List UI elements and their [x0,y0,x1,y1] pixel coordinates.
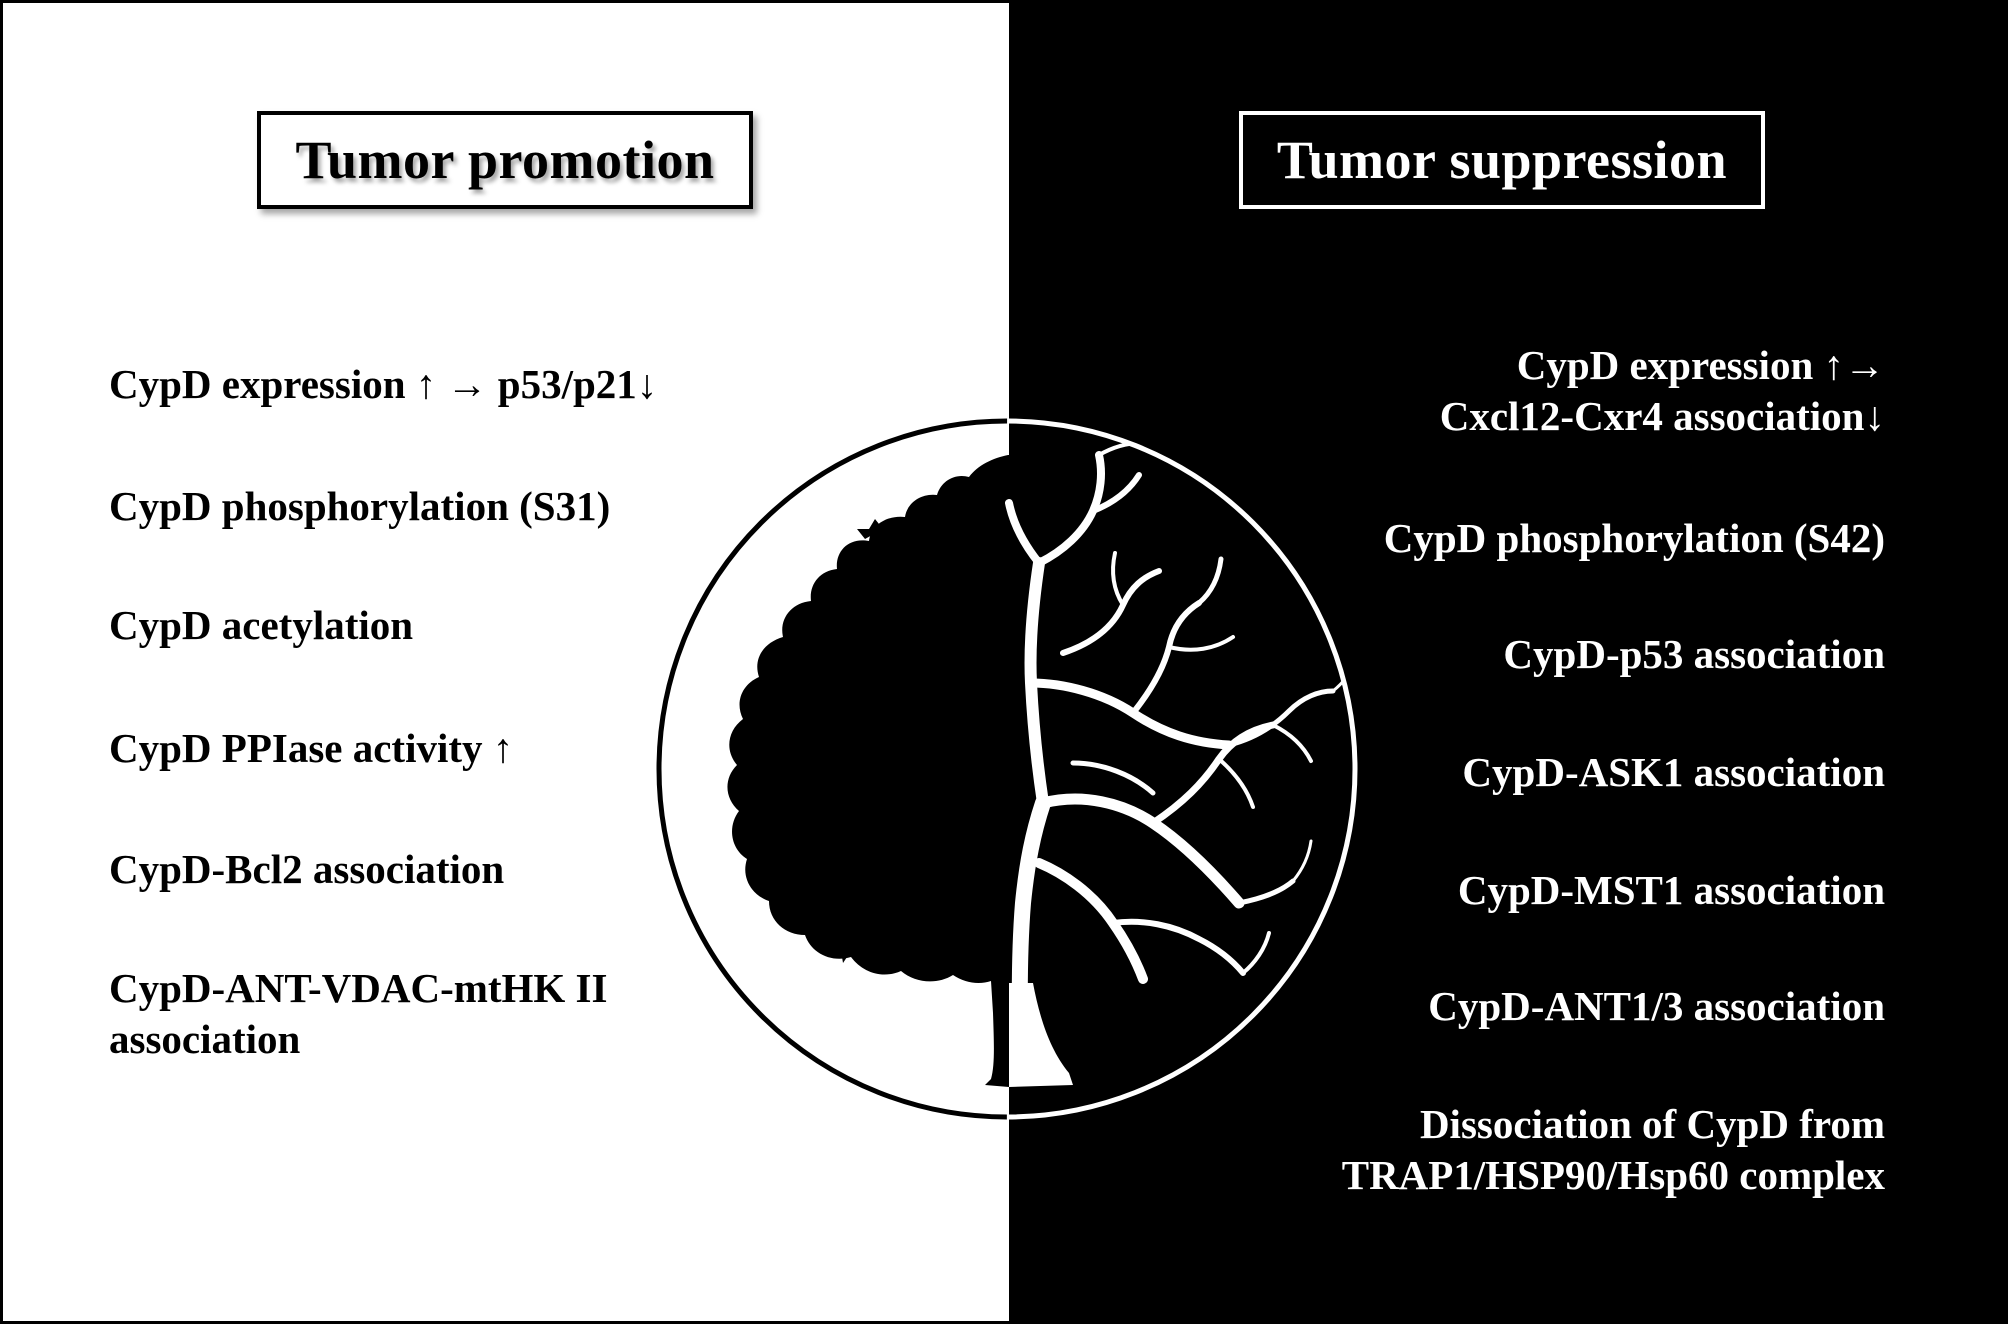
promotion-item-acetylation: CypD acetylation [109,602,414,648]
promotion-item-expression: CypD expression ↑ → p53/p21↓ [109,361,658,407]
suppression-item-p53-association: CypD-p53 association [1503,631,1885,677]
promotion-item-phosphorylation: CypD phosphorylation (S31) [109,483,611,529]
promotion-item-ppiase-activity: CypD PPIase activity ↑ [109,725,514,771]
suppression-item-phosphorylation: CypD phosphorylation (S42) [1383,515,1885,561]
suppression-item-expression: CypD expression ↑→Cxcl12-Cxr4 associatio… [1439,342,1885,439]
tumor-promotion-heading: Tumor promotion [257,111,753,209]
tumor-suppression-heading: Tumor suppression [1239,111,1765,209]
suppression-item-ant13-association: CypD-ANT1/3 association [1428,983,1885,1029]
suppression-item-mst1-association: CypD-MST1 association [1457,867,1885,913]
promotion-item-bcl2-association: CypD-Bcl2 association [109,846,505,892]
suppression-item-ask1-association: CypD-ASK1 association [1462,749,1885,795]
